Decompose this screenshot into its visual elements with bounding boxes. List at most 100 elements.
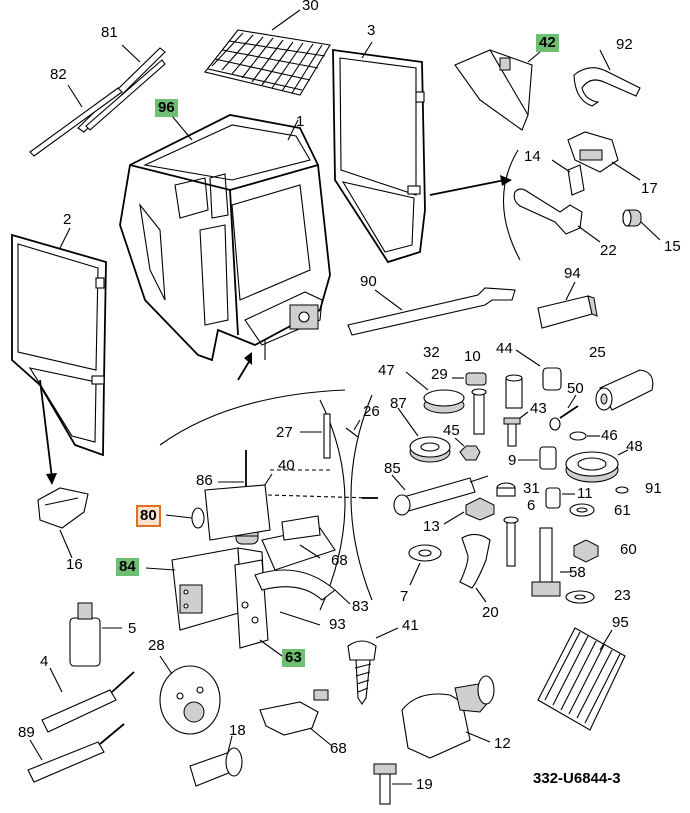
control-lever-assembly — [145, 450, 371, 657]
callout-46: 46 — [601, 427, 618, 444]
part-20-elbow — [459, 533, 491, 603]
part-27-pin — [300, 413, 331, 459]
part-82-wiper-arm — [29, 84, 123, 157]
part-90-bar — [347, 287, 516, 336]
callout-5: 5 — [128, 620, 137, 637]
part-29-cap — [452, 372, 487, 386]
callout-43: 43 — [530, 400, 547, 417]
callout-16: 16 — [66, 556, 83, 573]
part-1-cab-frame — [119, 114, 331, 362]
part-15-bush — [622, 209, 661, 241]
part-46-washer — [569, 431, 600, 441]
part-61-washer — [569, 503, 595, 517]
part-41-screw — [347, 627, 399, 705]
callout-26: 26 — [363, 403, 380, 420]
callout-86: 86 — [196, 472, 213, 489]
part-43-bolt — [503, 411, 529, 447]
callout-40: 40 — [278, 457, 295, 474]
callout-12: 12 — [494, 735, 511, 752]
callout-13: 13 — [423, 518, 440, 535]
callout-9: 9 — [508, 452, 517, 469]
part-85-valve — [391, 474, 489, 516]
part-92-strap — [573, 49, 641, 107]
part-26-clip — [345, 419, 361, 438]
callout-87: 87 — [390, 395, 407, 412]
callout-41: 41 — [402, 617, 419, 634]
part-89-tube — [27, 723, 125, 783]
callout-83: 83 — [352, 598, 369, 615]
callout-81: 81 — [101, 24, 118, 41]
part-31-bush — [496, 482, 516, 497]
callout-94: 94 — [564, 265, 581, 282]
callout-10: 10 — [464, 348, 481, 365]
callout-19: 19 — [416, 776, 433, 793]
callout-29: 29 — [431, 366, 448, 383]
part-17-latch — [567, 131, 641, 181]
part-11-bush — [545, 487, 575, 509]
callout-82: 82 — [50, 66, 67, 83]
part-7-washer — [408, 544, 442, 586]
callout-20: 20 — [482, 604, 499, 621]
callout-22: 22 — [600, 242, 617, 259]
part-10-pin — [471, 388, 487, 435]
drawing-reference-code: 332-U6844-3 — [533, 770, 621, 787]
callout-63: 63 — [282, 649, 305, 667]
part-9-bush — [518, 446, 557, 470]
part-68-strap-bottom — [259, 689, 333, 747]
callout-50: 50 — [567, 380, 584, 397]
callout-47: 47 — [378, 362, 395, 379]
callout-48: 48 — [626, 438, 643, 455]
part-30-grille — [204, 9, 331, 96]
part-48-seal — [565, 449, 629, 483]
part-81-wiper-blade — [77, 44, 166, 133]
callout-95: 95 — [612, 614, 629, 631]
part-45-nut — [454, 437, 481, 461]
part-28-reel — [159, 655, 221, 735]
part-16-clip — [37, 487, 89, 559]
part-91-washer — [615, 486, 629, 494]
part-4-tube — [41, 667, 135, 733]
callout-25: 25 — [589, 344, 606, 361]
part-14-catch — [551, 159, 585, 196]
callout-45: 45 — [443, 422, 460, 439]
part-blank-tube — [505, 374, 523, 409]
part-25-sleeve — [595, 369, 654, 411]
part-47-bung — [405, 371, 465, 414]
callout-2: 2 — [63, 211, 72, 228]
part-19-bolt — [373, 763, 412, 805]
part-95-filter — [537, 627, 626, 731]
callout-85: 85 — [384, 460, 401, 477]
callout-92: 92 — [616, 36, 633, 53]
callout-61: 61 — [614, 502, 631, 519]
part-22-handle — [513, 188, 601, 243]
part-42-document-holder — [454, 49, 541, 131]
callout-58: 58 — [569, 564, 586, 581]
callout-27: 27 — [276, 424, 293, 441]
callout-60: 60 — [620, 541, 637, 558]
callout-23: 23 — [614, 587, 631, 604]
callout-14: 14 — [524, 148, 541, 165]
callout-91: 91 — [645, 480, 662, 497]
callout-31: 31 — [523, 480, 540, 497]
part-12-adaptor — [401, 675, 495, 759]
callout-32: 32 — [423, 344, 440, 361]
part-44-bush — [515, 349, 562, 391]
part-87-grommet — [397, 407, 451, 463]
callout-90: 90 — [360, 273, 377, 290]
callout-18: 18 — [229, 722, 246, 739]
callout-84: 84 — [116, 558, 139, 576]
part-58-bolt — [531, 527, 572, 597]
callout-44: 44 — [496, 340, 513, 357]
callout-89: 89 — [18, 724, 35, 741]
callout-17: 17 — [641, 180, 658, 197]
part-13-nut — [443, 497, 495, 525]
callout-4: 4 — [40, 653, 49, 670]
part-6-bolt — [503, 516, 519, 567]
callout-28: 28 — [148, 637, 165, 654]
part-18-sleeve — [189, 735, 243, 787]
callout-42: 42 — [536, 34, 559, 52]
callout-68-bottom: 68 — [330, 740, 347, 757]
callout-30: 30 — [302, 0, 319, 14]
part-2-door-left — [11, 227, 107, 457]
